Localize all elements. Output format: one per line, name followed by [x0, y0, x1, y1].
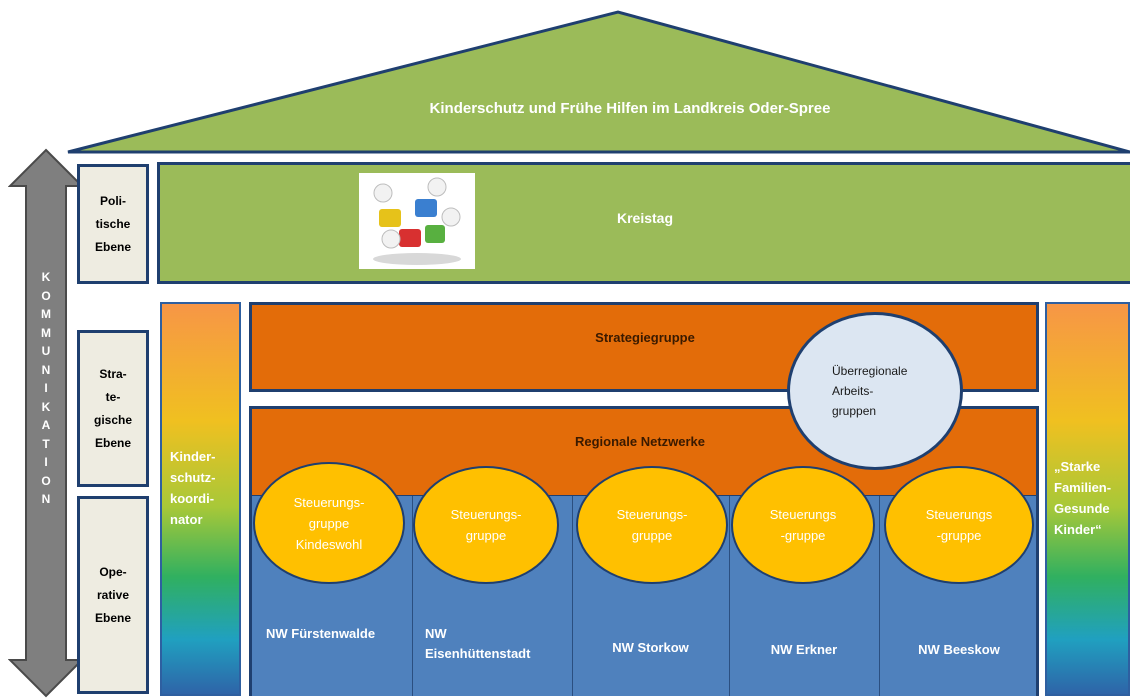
steuerungsgruppe-beeskow: Steuerungs -gruppe — [884, 466, 1034, 584]
left-pillar-label: Kinder- schutz- koordi- nator — [170, 449, 216, 527]
steuerungsgruppe-erkner: Steuerungs -gruppe — [731, 466, 875, 584]
left-pillar-kinderschutzkoordinator — [160, 302, 241, 696]
ueberregionale-arbeitsgruppen: Überregionale Arbeits- gruppen — [787, 312, 963, 470]
level-strategische-ebene: Stra- te- gische Ebene — [77, 330, 149, 487]
kreistag-label: Kreistag — [616, 210, 674, 226]
network-label-fuerstenwalde: NW Fürstenwalde — [266, 626, 376, 641]
steuerungsgruppe-kindeswohl: Steuerungs- gruppe Kindeswohl — [253, 462, 405, 584]
right-pillar-starke-familien — [1045, 302, 1130, 696]
communication-arrow — [8, 148, 85, 698]
level-politische-ebene: Poli- tische Ebene — [77, 164, 149, 284]
roof-title: Kinderschutz und Frühe Hilfen im Landkre… — [429, 100, 831, 117]
puzzle-people-icon — [373, 177, 461, 265]
network-label-storkow: NW Storkow — [612, 640, 689, 655]
communication-label: K O M M U N I K A T I O N — [41, 270, 51, 506]
network-label-beeskow: NW Beeskow — [918, 642, 1000, 657]
steuerungsgruppe-storkow: Steuerungs- gruppe — [576, 466, 728, 584]
regionale-netzwerke-label: Regionale Netzwerke — [574, 434, 706, 449]
kreistag-bar — [157, 162, 1130, 284]
puzzle-people-image — [359, 173, 475, 269]
right-pillar-label: „Starke Familien- Gesunde Kinder“ — [1054, 459, 1112, 537]
network-label-eisenhuettenstadt: NW Eisenhüttenstadt — [425, 626, 531, 661]
network-label-erkner: NW Erkner — [770, 642, 838, 657]
level-operative-ebene: Ope- rative Ebene — [77, 496, 149, 694]
roof — [67, 10, 1130, 154]
strategiegruppe-label: Strategiegruppe — [595, 330, 695, 345]
steuerungsgruppe-eisenhuettenstadt: Steuerungs- gruppe — [413, 466, 559, 584]
